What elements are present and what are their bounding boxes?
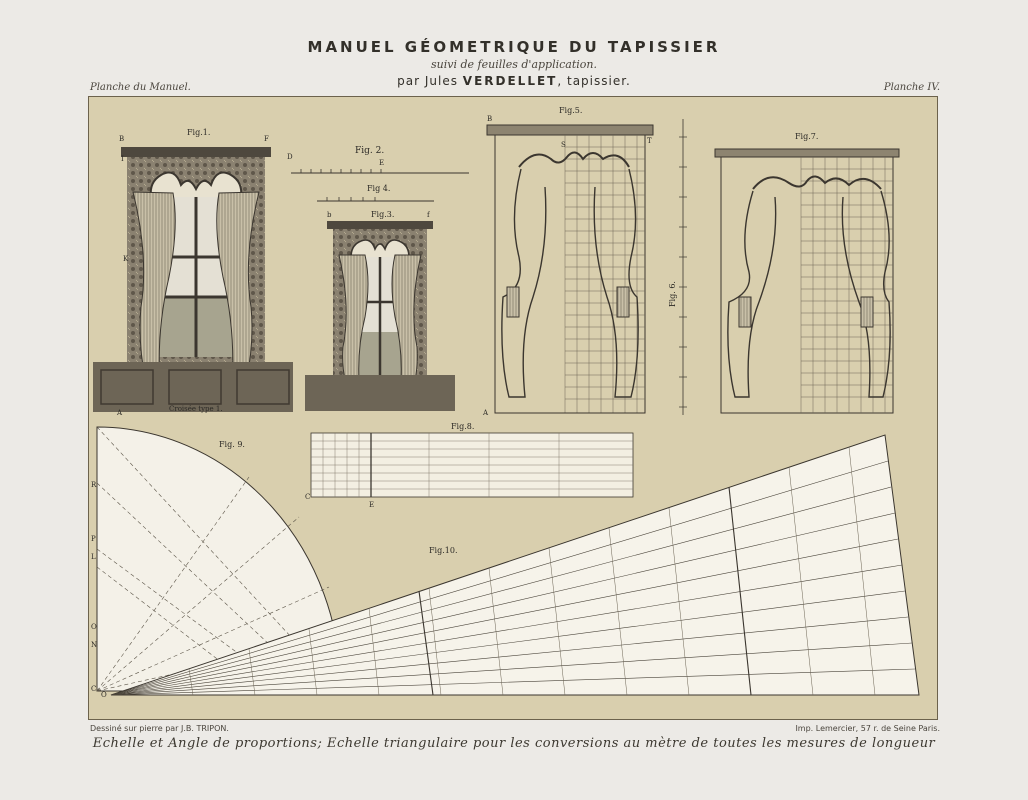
fig2-letter-e: E bbox=[379, 159, 384, 167]
fig2-letter-d: D bbox=[287, 153, 293, 161]
fig9-letter-n: N bbox=[91, 641, 97, 649]
plate-illustration: Fig.1. Croisée type 1. B F I K A Fig. 2.… bbox=[91, 106, 920, 699]
fig1-letter-b: B bbox=[119, 135, 124, 143]
plate-caption: Echelle et Angle de proportions; Echelle… bbox=[92, 736, 936, 751]
fig10-triangle bbox=[110, 434, 920, 696]
fig5-grid bbox=[486, 124, 654, 414]
fig5-letter-a: A bbox=[482, 409, 489, 417]
fig1-letter-i: I bbox=[121, 155, 124, 163]
fig9-letter-r: R bbox=[91, 481, 97, 489]
fig8-letter-c: C bbox=[305, 493, 310, 501]
fig9-letter-l: L bbox=[91, 553, 96, 561]
fig1-window bbox=[93, 147, 293, 412]
fig1-letter-a: A bbox=[116, 409, 123, 417]
fig3-window bbox=[305, 221, 455, 411]
fig3-letter-f: f bbox=[427, 211, 431, 219]
fig6-label: Fig. 6. bbox=[668, 281, 677, 307]
fig9-label: Fig. 9. bbox=[219, 440, 245, 449]
fig7-grid bbox=[714, 148, 900, 414]
fig10-label: Fig.10. bbox=[429, 546, 458, 555]
author-suffix: , tapissier. bbox=[557, 74, 631, 88]
fig9-letter-c: C bbox=[91, 685, 96, 693]
engraver-credit: Dessiné sur pierre par J.B. TRIPON. bbox=[90, 724, 229, 733]
fig5-letter-s: S bbox=[561, 141, 566, 149]
fig10-letter-o: O bbox=[101, 691, 107, 699]
fig1-label: Fig.1. bbox=[187, 128, 210, 137]
fig1-letter-f: F bbox=[264, 135, 269, 143]
fig6-rule bbox=[679, 119, 687, 415]
fig1-letter-k: K bbox=[123, 255, 129, 263]
fig7-label: Fig.7. bbox=[795, 132, 818, 141]
fig9-letter-p: P bbox=[91, 535, 96, 543]
fig3-letter-b: b bbox=[327, 211, 332, 219]
document-author: par Jules VERDELLET, tapissier. bbox=[0, 74, 1028, 88]
fig4-label: Fig 4. bbox=[367, 184, 390, 193]
author-prefix: par Jules bbox=[397, 74, 458, 88]
corner-label-right: Planche IV. bbox=[883, 82, 940, 93]
author-name: VERDELLET bbox=[462, 74, 558, 88]
fig8-letter-e: E bbox=[369, 501, 374, 509]
fig8-label: Fig.8. bbox=[451, 422, 474, 431]
fig8-grid bbox=[310, 432, 634, 498]
fig5-letter-t: T bbox=[647, 137, 652, 145]
fig9-letter-o: O bbox=[91, 623, 97, 631]
corner-label-left: Planche du Manuel. bbox=[90, 82, 191, 93]
fig5-label: Fig.5. bbox=[559, 106, 582, 115]
fig1-caption: Croisée type 1. bbox=[169, 405, 223, 413]
fig2-scale bbox=[291, 169, 469, 174]
printer-credit: Imp. Lemercier, 57 r. de Seine Paris. bbox=[795, 724, 940, 733]
fig5-letter-b: B bbox=[487, 115, 492, 123]
fig4-scale bbox=[317, 197, 434, 202]
document-title: MANUEL GÉOMETRIQUE DU TAPISSIER bbox=[307, 38, 721, 56]
fig2-label: Fig. 2. bbox=[355, 146, 384, 156]
engraved-plate: Fig.1. Croisée type 1. B F I K A Fig. 2.… bbox=[88, 96, 938, 720]
document-subtitle: suivi de feuilles d'application. bbox=[431, 58, 597, 71]
fig3-label: Fig.3. bbox=[371, 210, 394, 219]
